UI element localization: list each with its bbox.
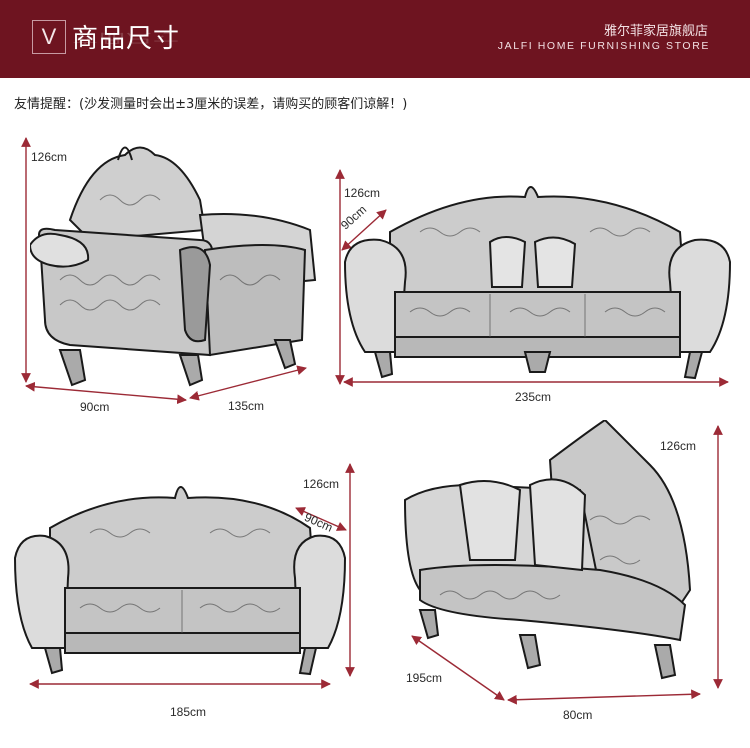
two-seat-sofa-illustration: [13, 486, 347, 676]
chaise-lounge-illustration: [403, 420, 692, 680]
sofa2-width-label: 185cm: [170, 705, 207, 719]
header-badge: V: [32, 20, 66, 54]
store-name-en: JALFI HOME FURNISHING STORE: [497, 40, 710, 52]
chaise-height-label: 126cm: [660, 439, 697, 453]
chair-illustration: [30, 146, 317, 387]
chair-depth-label: 135cm: [228, 399, 265, 413]
three-seat-sofa-illustration: [343, 186, 732, 380]
chair-width-label: 90cm: [80, 400, 110, 414]
chaise-length-line: [411, 635, 505, 701]
sofa2-depth-line: [295, 507, 347, 531]
page-header: V 商品尺寸 商品尺寸 雅尔菲家居旗舰店 JALFI HOME FURNISHI…: [0, 0, 750, 78]
sofa3-depth-line: [341, 209, 387, 251]
chaise-length-label: 195cm: [406, 671, 443, 685]
sofa3-height-label: 126cm: [344, 186, 381, 200]
chair-depth-line: [189, 365, 307, 401]
chaise-width-label: 80cm: [563, 708, 593, 722]
chaise-width-line: [507, 689, 701, 705]
measurement-notice: 友情提醒：(沙发测量时会出±3厘米的误差，请购买的顾客们谅解！): [14, 97, 408, 112]
page-title: 商品尺寸: [72, 24, 181, 54]
sofa2-height-label: 126cm: [303, 477, 340, 491]
chair-height-label: 126cm: [31, 150, 68, 164]
sofa3-width-label: 235cm: [515, 390, 552, 404]
store-name-cn: 雅尔菲家居旗舰店: [603, 24, 708, 39]
chair-width-line: [25, 381, 187, 405]
